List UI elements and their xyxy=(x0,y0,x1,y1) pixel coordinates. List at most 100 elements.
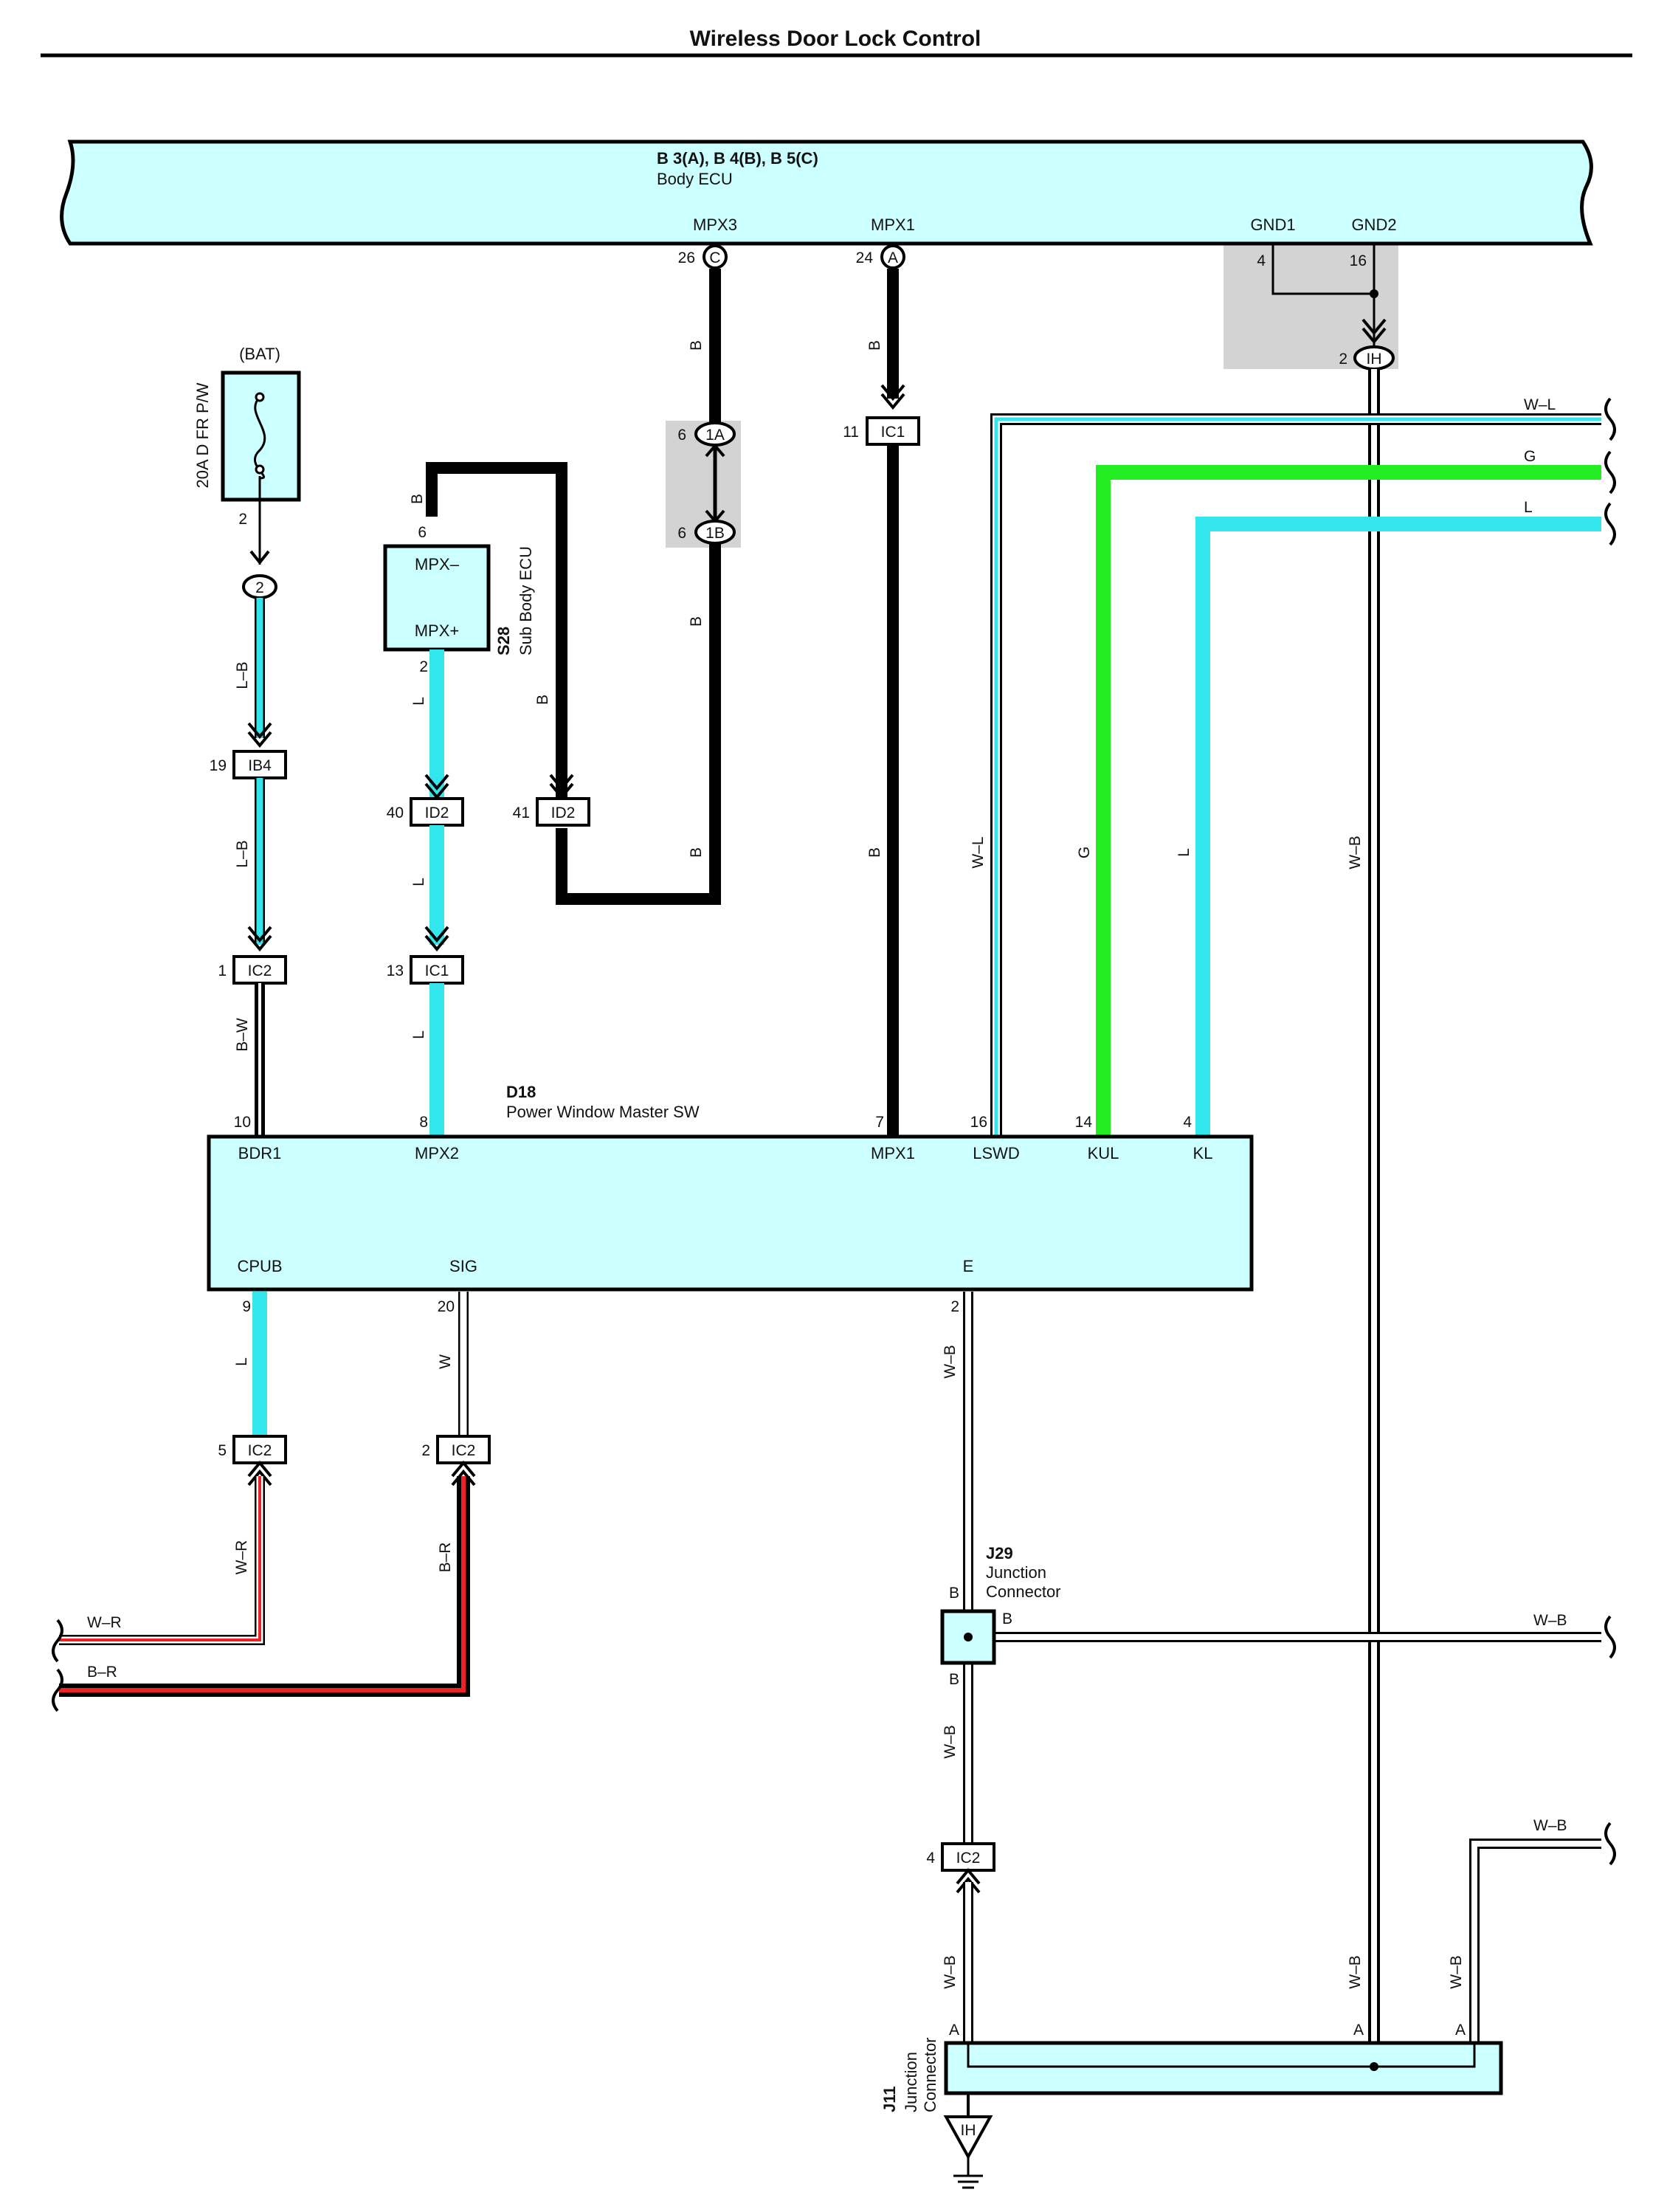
j29-pin-right: B xyxy=(1002,1610,1012,1627)
arrow-ic1-11 xyxy=(880,384,905,410)
wire-label-bw: B–W xyxy=(234,1018,251,1052)
body-ecu-id: B 3(A), B 4(B), B 5(C) xyxy=(657,149,818,168)
arrow-ib4 xyxy=(247,722,272,748)
connector-ic2-2 xyxy=(436,1435,491,1464)
wire-label-br-left: B–R xyxy=(87,1664,117,1681)
master-sw-id: D18 xyxy=(506,1083,536,1101)
wire-label-l-right: L xyxy=(1524,499,1533,516)
master-pin-7: 7 xyxy=(875,1114,884,1131)
master-term-lswd: LSWD xyxy=(973,1144,1020,1162)
j29-pin-top: B xyxy=(949,1585,959,1602)
svg-text:IC2: IC2 xyxy=(248,962,272,979)
wire-label-b-6: B xyxy=(866,340,883,351)
svg-text:5: 5 xyxy=(218,1442,227,1459)
break-mark-wb-branch xyxy=(1604,1822,1616,1866)
fuse-name: 20A D FR P/W xyxy=(193,382,212,488)
svg-text:1: 1 xyxy=(218,962,227,979)
break-mark-br xyxy=(52,1668,63,1712)
j11-pin-a-3: A xyxy=(1455,2022,1466,2039)
arrow-ic1-13 xyxy=(424,926,449,952)
j29-id: J29 xyxy=(986,1544,1013,1562)
svg-text:A: A xyxy=(888,249,898,266)
j11-line2: Connector xyxy=(921,2037,939,2112)
wire-wr-stripe xyxy=(59,1476,261,1641)
connector-ic1-11 xyxy=(866,416,920,446)
wire-label-wb-2: W–B xyxy=(1347,1955,1364,1989)
wire-label-lb-1: L–B xyxy=(234,661,251,689)
wire-label-g: G xyxy=(1076,847,1093,858)
master-sw-name: Power Window Master SW xyxy=(506,1103,700,1121)
ecu-pin-c xyxy=(703,244,728,269)
wire-label-wl-right: W–L xyxy=(1524,396,1556,413)
wire-label-l-1: L xyxy=(410,697,427,706)
master-term-cpub: CPUB xyxy=(237,1257,282,1275)
wire-g xyxy=(1096,465,1601,1135)
wire-label-wb-e: W–B xyxy=(942,1345,959,1379)
s28-term-bottom: MPX+ xyxy=(415,621,460,640)
s28-name: Sub Body ECU xyxy=(517,546,535,655)
fuse-icon xyxy=(253,396,266,480)
wire-label-b-7: B xyxy=(866,847,883,858)
master-sw-box xyxy=(207,1134,1254,1292)
connector-1a xyxy=(694,421,736,447)
j11-pin-a-1: A xyxy=(949,2022,959,2039)
svg-text:6: 6 xyxy=(677,427,686,444)
wire-1b-to-id2 xyxy=(556,543,721,905)
wire-label-g-right: G xyxy=(1524,448,1536,465)
ecu-pin-a xyxy=(880,244,905,269)
arrow-ic2-5 xyxy=(247,1460,272,1486)
ecu-pin-24: 24 xyxy=(856,249,874,266)
svg-text:C: C xyxy=(709,249,720,266)
j29-dot xyxy=(964,1633,973,1641)
svg-text:1B: 1B xyxy=(705,525,725,542)
wire-label-w: W xyxy=(437,1354,454,1369)
wire-label-lb-2: L–B xyxy=(234,840,251,867)
connector-ib4 xyxy=(232,750,287,779)
arrow-ih xyxy=(1361,318,1387,345)
j29-line2: Connector xyxy=(986,1582,1061,1601)
wire-label-b-1: B xyxy=(688,340,705,351)
svg-text:IC1: IC1 xyxy=(425,962,449,979)
s28-term-top: MPX– xyxy=(415,555,460,573)
ground-label: IH xyxy=(961,2122,976,2139)
wire-label-l-cpub: L xyxy=(233,1357,250,1366)
break-mark-wr xyxy=(52,1619,63,1663)
j29-line1: Junction xyxy=(986,1563,1046,1582)
body-ecu-name: Body ECU xyxy=(657,170,733,188)
svg-text:11: 11 xyxy=(843,424,859,441)
master-pin-4: 4 xyxy=(1183,1114,1192,1131)
wire-wb-branch xyxy=(1471,1841,1601,2067)
connector-id2-40 xyxy=(410,797,464,827)
svg-text:40: 40 xyxy=(387,804,404,821)
master-pin-16: 16 xyxy=(970,1114,987,1131)
wire-label-l-2: L xyxy=(410,878,427,886)
gnd-splice-dot xyxy=(1370,289,1378,298)
wire-label-b-3: B xyxy=(688,847,705,858)
svg-text:IB4: IB4 xyxy=(248,757,272,774)
terminal-mpx3: MPX3 xyxy=(693,216,737,234)
wire-label-b-5: B xyxy=(409,494,426,504)
ecu-pin-26: 26 xyxy=(678,249,695,266)
svg-text:IC2: IC2 xyxy=(452,1442,476,1459)
master-pin-9: 9 xyxy=(242,1298,251,1315)
wire-wl-stripe xyxy=(994,417,1601,1135)
j11-pin-a-2: A xyxy=(1353,2022,1364,2039)
svg-text:19: 19 xyxy=(210,757,227,774)
arrow-ic2-1 xyxy=(247,926,272,952)
ecu-pin-16: 16 xyxy=(1350,252,1367,269)
break-mark-wb-j29 xyxy=(1604,1615,1616,1659)
wire-label-br: B–R xyxy=(437,1543,454,1573)
svg-text:IC2: IC2 xyxy=(248,1442,272,1459)
j11-dot xyxy=(1370,2062,1378,2071)
master-term-mpx2: MPX2 xyxy=(415,1144,459,1162)
break-mark-wl xyxy=(1604,397,1616,441)
svg-text:ID2: ID2 xyxy=(425,804,449,821)
terminal-mpx1-ecu: MPX1 xyxy=(871,216,915,234)
wire-label-wr: W–R xyxy=(233,1540,250,1575)
master-pin-20: 20 xyxy=(438,1298,455,1315)
master-term-bdr1: BDR1 xyxy=(238,1144,282,1162)
svg-text:2: 2 xyxy=(421,1442,430,1459)
svg-text:ID2: ID2 xyxy=(551,804,576,821)
wire-label-b-4: B xyxy=(534,695,551,705)
